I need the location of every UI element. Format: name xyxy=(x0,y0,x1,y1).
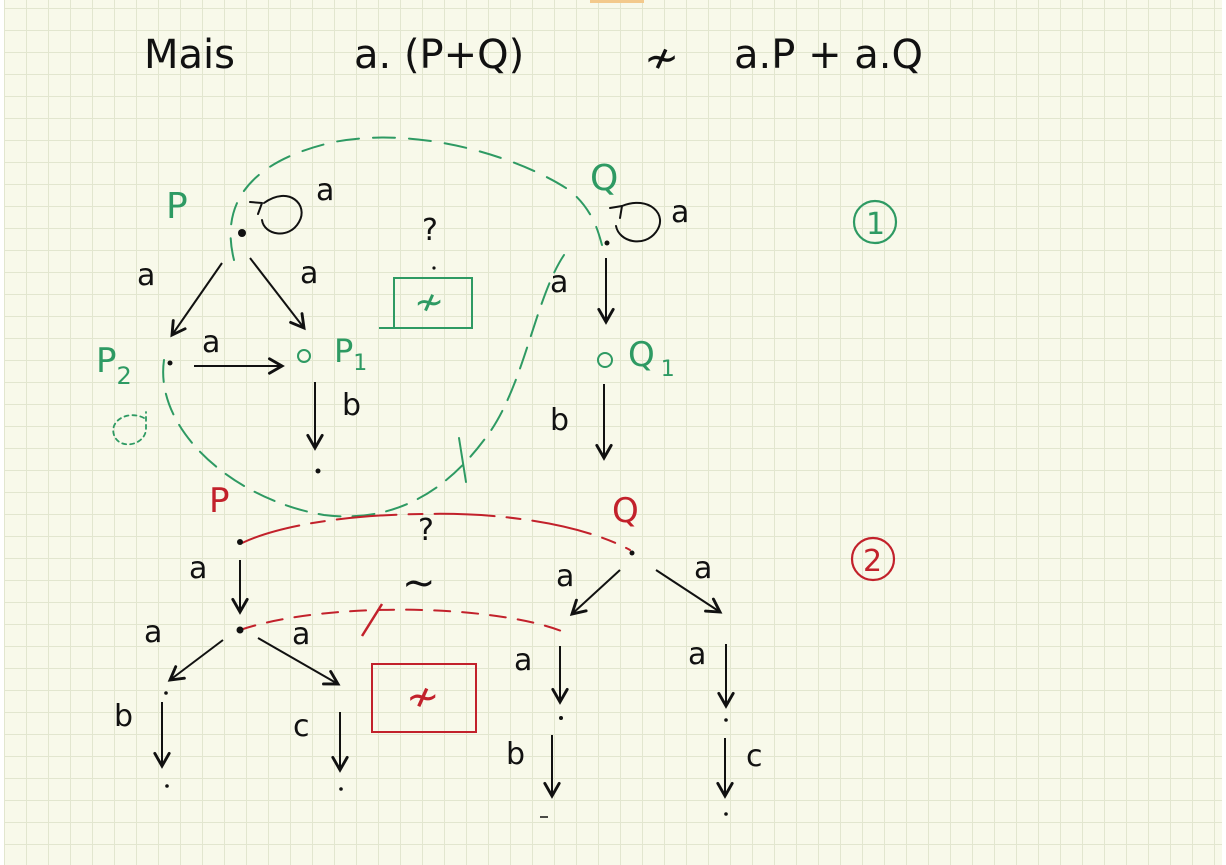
d2-number-circle xyxy=(850,536,896,582)
d2-relation-mid xyxy=(239,608,565,633)
d2-edge-right-down-label: a xyxy=(688,637,706,672)
d1-root-q: Q xyxy=(590,158,618,199)
d2-edge-b-label: b xyxy=(114,699,133,734)
d2-right-c-node xyxy=(724,718,728,722)
notebook-page: Mais a. (P+Q) ≁ a.P + a.Q P a a a P2 xyxy=(4,0,1222,865)
d2-q-node xyxy=(629,550,635,556)
d2-left-c-leaf xyxy=(339,787,343,791)
heading-rhs: a.P + a.Q xyxy=(734,32,923,78)
d2-relation-top xyxy=(241,512,631,551)
d2-edge-q-right-label: a xyxy=(694,551,712,586)
d2-verdict: ≁ xyxy=(406,674,440,720)
d1-verdict-box xyxy=(393,277,473,329)
d2-edge-left-down-label: a xyxy=(514,643,532,678)
d1-p2-node xyxy=(167,360,173,366)
d2-right-b-node xyxy=(559,716,563,720)
d1-number: 1 xyxy=(866,207,885,242)
d1-edge-down-label: b xyxy=(342,388,361,423)
d1-question-dot xyxy=(432,266,436,270)
d2-edge-q-right xyxy=(655,569,723,614)
d1-p1-label: P1 xyxy=(334,332,367,376)
d1-edge-q-label: a xyxy=(550,265,568,300)
d1-q-loop xyxy=(615,201,662,243)
d2-edge-a3-label: a xyxy=(292,617,310,652)
d2-edge-q-left xyxy=(569,569,621,616)
d2-number: 2 xyxy=(863,544,882,579)
relation-tick xyxy=(458,437,467,483)
diagram-1: P a a a P2 a P1 b ? ≁ Q xyxy=(96,136,898,518)
d2-edge-c-label: c xyxy=(293,709,310,744)
d1-edge-p-p2 xyxy=(170,262,223,338)
heading-word: Mais xyxy=(144,32,235,78)
d1-q1-node xyxy=(597,352,613,368)
d2-edge-a1-label: a xyxy=(189,551,207,586)
scroll-indicator xyxy=(590,0,644,3)
d1-edge-p-p1 xyxy=(249,257,306,331)
d1-root-p: P xyxy=(166,186,188,227)
d2-root-p: P xyxy=(209,481,230,521)
d2-p-mid-node xyxy=(236,626,244,634)
d2-p-node xyxy=(237,539,243,545)
heading-lhs: a. (P+Q) xyxy=(354,32,524,78)
diagram-2: P a a a b c ? ~ ≁ Q a xyxy=(114,481,896,818)
d1-number-circle xyxy=(852,199,898,245)
d1-q-loop-label: a xyxy=(671,195,689,230)
d1-edge-p2-p1-label: a xyxy=(202,325,220,360)
d2-question: ? xyxy=(418,513,434,548)
d1-q-node xyxy=(604,240,610,246)
d2-edge-right-b-label: b xyxy=(506,737,525,772)
d2-edge-right-c-label: c xyxy=(746,739,763,774)
d1-p-leaf xyxy=(315,468,321,474)
d2-verdict-box xyxy=(371,663,477,733)
d1-p-loop xyxy=(261,195,303,235)
d1-q-loop-head xyxy=(609,205,623,219)
d2-right-c-leaf xyxy=(724,812,728,816)
relation-curve xyxy=(162,254,565,518)
d2-edge-mid-right xyxy=(257,637,341,686)
d1-verdict: ≁ xyxy=(414,282,444,323)
d2-edge-q-left-label: a xyxy=(556,559,574,594)
relation-curve-top xyxy=(229,136,603,261)
d1-edge-right-label: a xyxy=(300,256,318,291)
d2-left-b-node xyxy=(164,691,168,695)
heading-relation: ≁ xyxy=(644,33,679,82)
d1-p-loop-label: a xyxy=(316,173,334,208)
d1-question: ? xyxy=(422,213,438,248)
d1-edge-left-label: a xyxy=(137,258,155,293)
heading: Mais a. (P+Q) ≁ a.P + a.Q xyxy=(144,32,923,82)
d2-left-b-leaf xyxy=(165,784,169,788)
d2-edge-a2-label: a xyxy=(144,615,162,650)
d1-p-node xyxy=(238,229,246,237)
d2-relation-strike xyxy=(360,603,384,637)
d1-p-loop-head xyxy=(249,201,263,215)
d1-p2-label: P2 xyxy=(96,341,132,390)
d2-tilde: ~ xyxy=(402,560,436,606)
d1-p1-node xyxy=(297,349,311,363)
p2-dashed-loop xyxy=(112,411,147,446)
d1-edge-q1-label: b xyxy=(550,403,569,438)
d2-root-q: Q xyxy=(612,491,639,531)
whiteboard-canvas: Mais a. (P+Q) ≁ a.P + a.Q P a a a P2 xyxy=(96,32,923,818)
d2-edge-mid-left xyxy=(167,639,224,682)
